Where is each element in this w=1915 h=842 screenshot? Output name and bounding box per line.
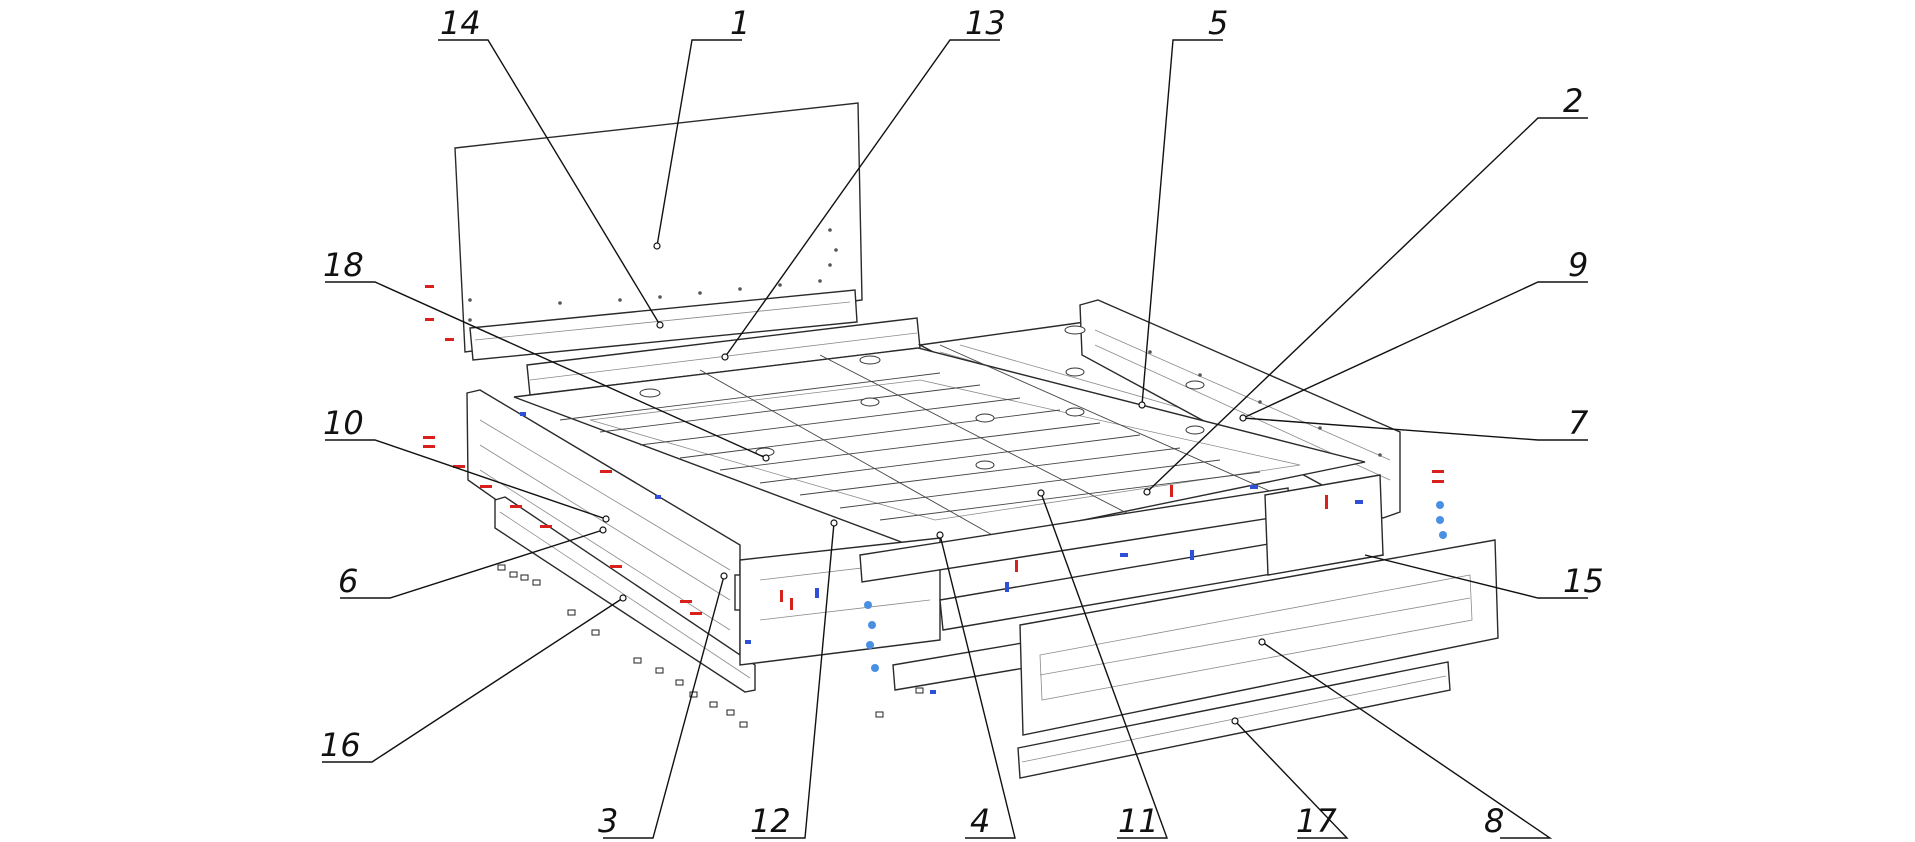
left-lower-board xyxy=(494,496,756,693)
callout-labels: 14 1 13 5 2 18 9 10 7 6 15 16 3 12 4 11 … xyxy=(320,4,1604,840)
callout-13: 13 xyxy=(965,4,1006,42)
callout-5: 5 xyxy=(1208,4,1228,42)
callout-16: 16 xyxy=(320,726,361,764)
callout-leaders xyxy=(322,39,1588,839)
callout-11: 11 xyxy=(1118,802,1159,840)
callout-1: 1 xyxy=(730,4,750,42)
callout-18: 18 xyxy=(323,246,364,284)
right-cross-board xyxy=(1264,474,1384,576)
callout-3: 3 xyxy=(598,802,618,840)
callout-8: 8 xyxy=(1484,802,1504,840)
callout-anchor-dots xyxy=(599,242,1266,725)
callout-4: 4 xyxy=(970,802,990,840)
footboard-panel xyxy=(1019,539,1499,736)
red-screws xyxy=(423,285,1444,615)
callout-10: 10 xyxy=(323,404,364,442)
blue-dowels xyxy=(520,412,1363,694)
callout-17: 17 xyxy=(1296,802,1337,840)
fasteners xyxy=(423,285,1447,728)
callout-2: 2 xyxy=(1563,82,1583,120)
slats xyxy=(559,344,1291,546)
callout-15: 15 xyxy=(1563,562,1604,600)
slatted-bed-base xyxy=(513,325,1366,553)
callout-7: 7 xyxy=(1568,404,1589,442)
loose-connectors xyxy=(497,564,924,728)
callout-6: 6 xyxy=(338,562,358,600)
callout-12: 12 xyxy=(750,802,791,840)
callout-14: 14 xyxy=(440,4,481,42)
cam-locks xyxy=(864,501,1447,672)
callout-9: 9 xyxy=(1568,246,1588,284)
